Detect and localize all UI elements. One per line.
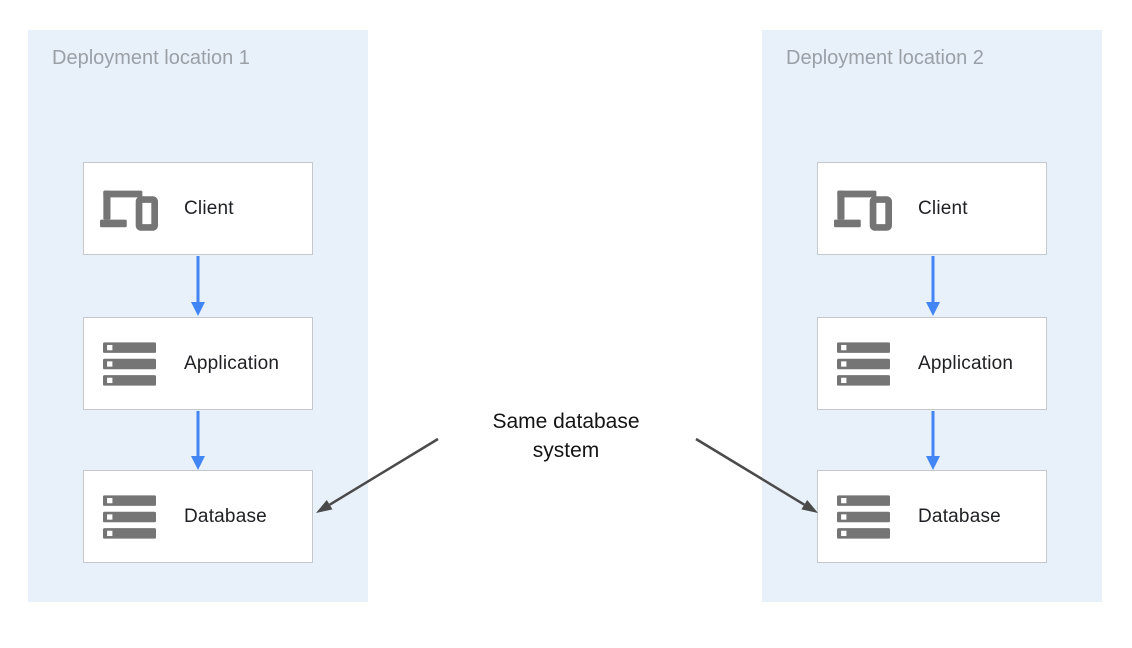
server-stack-icon bbox=[99, 341, 159, 386]
node-label: Application bbox=[184, 352, 280, 374]
location-label: Deployment location 1 bbox=[52, 47, 250, 69]
server-stack-icon bbox=[833, 494, 893, 539]
deployment-location-2: Deployment location 2 Client bbox=[762, 30, 1102, 602]
node-database: Database bbox=[817, 470, 1047, 563]
devices-icon bbox=[99, 186, 159, 231]
node-application: Application bbox=[817, 317, 1047, 410]
deployment-location-1: Deployment location 1 Client bbox=[28, 30, 368, 602]
node-label: Database bbox=[918, 505, 1001, 527]
server-stack-icon bbox=[99, 494, 159, 539]
node-label: Client bbox=[184, 197, 234, 219]
node-label: Application bbox=[918, 352, 1014, 374]
annotation-text: Same database system bbox=[492, 410, 640, 462]
node-client: Client bbox=[817, 162, 1047, 255]
location-label: Deployment location 2 bbox=[786, 47, 984, 69]
node-application: Application bbox=[83, 317, 313, 410]
devices-icon bbox=[833, 186, 893, 231]
node-label: Client bbox=[918, 197, 968, 219]
server-stack-icon bbox=[833, 341, 893, 386]
node-database: Database bbox=[83, 470, 313, 563]
node-label: Database bbox=[184, 505, 267, 527]
node-client: Client bbox=[83, 162, 313, 255]
